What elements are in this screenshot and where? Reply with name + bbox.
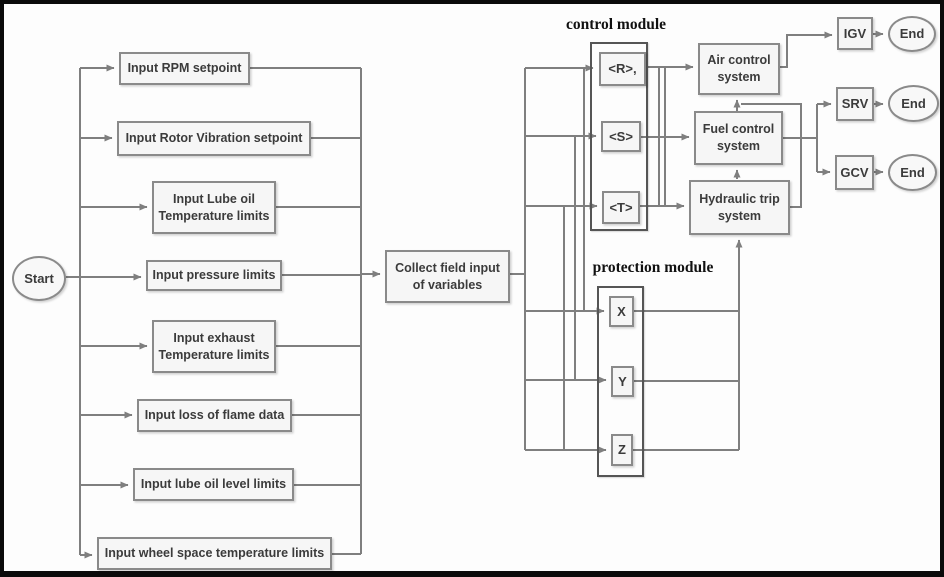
input-pressure-limits-box: Input pressure limits <box>146 260 282 291</box>
protection-module-frame <box>597 286 644 477</box>
end-terminator-gcv: End <box>888 154 937 191</box>
input-lube-oil-temperature-box: Input Lube oil Temperature limits <box>152 181 276 234</box>
gcv-box: GCV <box>835 155 874 190</box>
control-module-label: control module <box>565 16 667 33</box>
t-box: <T> <box>602 191 640 224</box>
z-box: Z <box>611 434 633 466</box>
collect-field-input-box: Collect field input of variables <box>385 250 510 303</box>
y-box: Y <box>611 366 634 397</box>
input-exhaust-temperature-box: Input exhaust Temperature limits <box>152 320 276 373</box>
air-control-system-box: Air control system <box>698 43 780 95</box>
hydraulic-trip-system-box: Hydraulic trip system <box>689 180 790 235</box>
input-lube-oil-level-box: Input lube oil level limits <box>133 468 294 501</box>
input-loss-of-flame-box: Input loss of flame data <box>137 399 292 432</box>
x-box: X <box>609 296 634 327</box>
fuel-control-system-box: Fuel control system <box>694 111 783 165</box>
connector-lines <box>66 30 884 559</box>
srv-box: SRV <box>836 87 874 121</box>
end-terminator-igv: End <box>888 16 936 52</box>
igv-box: IGV <box>837 17 873 50</box>
input-rpm-setpoint-box: Input RPM setpoint <box>119 52 250 85</box>
r-box: <R>, <box>599 52 646 86</box>
s-box: <S> <box>601 121 641 152</box>
connectors <box>66 30 884 559</box>
end-terminator-srv: End <box>888 85 939 122</box>
input-wheel-space-temperature-box: Input wheel space temperature limits <box>97 537 332 570</box>
input-rotor-vibration-box: Input Rotor Vibration setpoint <box>117 121 311 156</box>
protection-module-label: protection module <box>592 259 714 276</box>
start-terminator: Start <box>12 256 66 301</box>
control-module-frame <box>590 42 648 231</box>
